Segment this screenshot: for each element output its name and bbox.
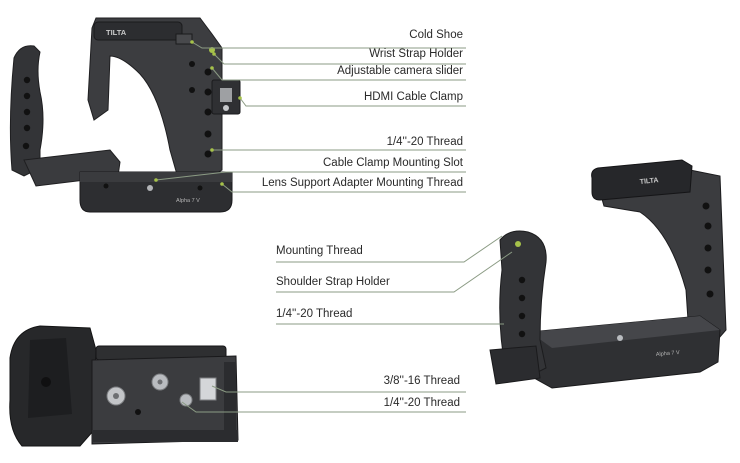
- label-cold-shoe: Cold Shoe: [409, 29, 463, 41]
- label-quarter-thread-bottom: 1/4''-20 Thread: [383, 397, 460, 409]
- label-adjustable-camera-slider: Adjustable camera slider: [337, 65, 463, 77]
- angled-cage-frame: [595, 169, 727, 351]
- angled-side-handle: [499, 230, 547, 381]
- label-cable-clamp-mounting-slot: Cable Clamp Mounting Slot: [323, 157, 463, 169]
- label-shoulder-strap-holder: Shoulder Strap Holder: [276, 276, 390, 288]
- cage-bottom-view: [9, 325, 239, 447]
- model-text: Alpha 7 V: [656, 350, 681, 358]
- cage-front-view: TILTA Alpha 7 V: [9, 17, 241, 213]
- brand-logo-text: TILTA: [106, 28, 127, 37]
- label-lens-support-thread: Lens Support Adapter Mounting Thread: [261, 177, 463, 189]
- callout-lines-top: [155, 41, 466, 193]
- callout-dots-top: [154, 40, 242, 186]
- callout-lines-right: [276, 235, 513, 325]
- label-wrist-strap-holder: Wrist Strap Holder: [369, 48, 463, 60]
- label-three-eighths-thread: 3/8''-16 Thread: [383, 375, 460, 387]
- brand-logo-text: TILTA: [639, 177, 658, 186]
- label-quarter-thread-top: 1/4''-20 Thread: [386, 136, 463, 148]
- callout-lines-bottom: [181, 385, 466, 413]
- label-mounting-thread: Mounting Thread: [276, 245, 363, 257]
- cage-angled-view: TILTA Alpha 7 V: [489, 159, 727, 389]
- label-quarter-thread-right: 1/4''-20 Thread: [276, 308, 353, 320]
- label-hdmi-cable-clamp: HDMI Cable Clamp: [363, 91, 463, 103]
- model-text: Alpha 7 V: [176, 198, 200, 204]
